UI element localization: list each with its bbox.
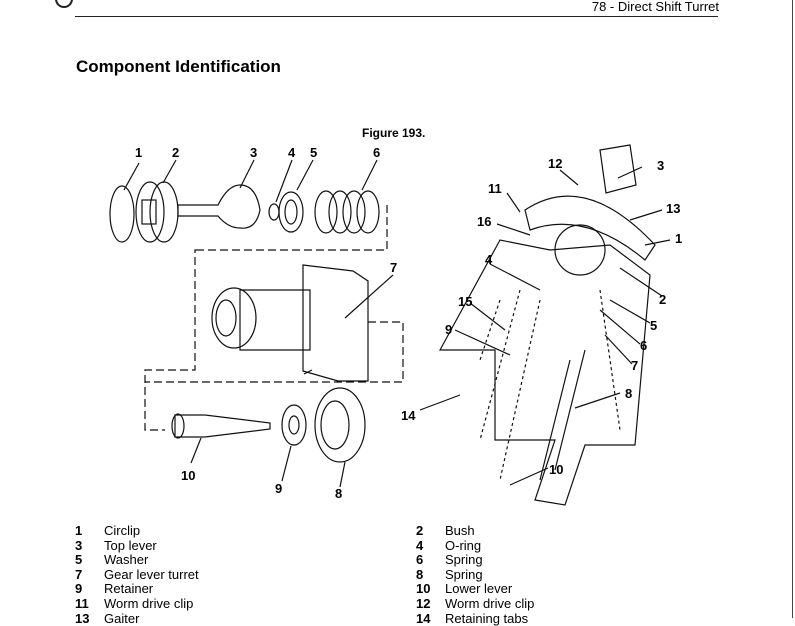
callout: 5	[310, 145, 317, 160]
callout: 2	[659, 292, 666, 307]
callout: 10	[181, 468, 195, 483]
callout: 8	[625, 386, 632, 401]
callout: 9	[275, 481, 282, 496]
callout: 4	[485, 252, 493, 267]
callout: 6	[373, 145, 380, 160]
page-edge	[792, 0, 793, 618]
callout: 7	[631, 358, 638, 373]
callout: 13	[666, 201, 680, 216]
callout: 4	[288, 145, 296, 160]
callout: 3	[250, 145, 257, 160]
callout: 6	[640, 338, 647, 353]
header-rule	[75, 16, 718, 17]
callout: 1	[675, 231, 682, 246]
callout: 7	[390, 260, 397, 275]
exploded-view	[109, 159, 404, 488]
page-title: Component Identification	[76, 57, 281, 76]
callout: 15	[458, 294, 472, 309]
callout: 3	[657, 158, 664, 173]
callout: 5	[650, 318, 657, 333]
callout: 10	[549, 462, 563, 477]
callout: 12	[548, 156, 562, 171]
callout: 8	[335, 486, 342, 501]
callout: 16	[477, 214, 491, 229]
callouts: 1 2 3 4 5 6 7 8 9 10 12 3 11 13 16 1 4 2…	[135, 145, 682, 501]
callout: 1	[135, 145, 142, 160]
callout: 11	[488, 181, 502, 196]
callout: 9	[445, 322, 452, 337]
running-header: 78 - Direct Shift Turret	[591, 0, 719, 14]
figure-caption: Figure 193.	[362, 126, 426, 140]
spring-6	[314, 190, 380, 234]
callout: 14	[401, 408, 416, 423]
callout: 2	[172, 145, 179, 160]
section-view	[419, 144, 671, 506]
